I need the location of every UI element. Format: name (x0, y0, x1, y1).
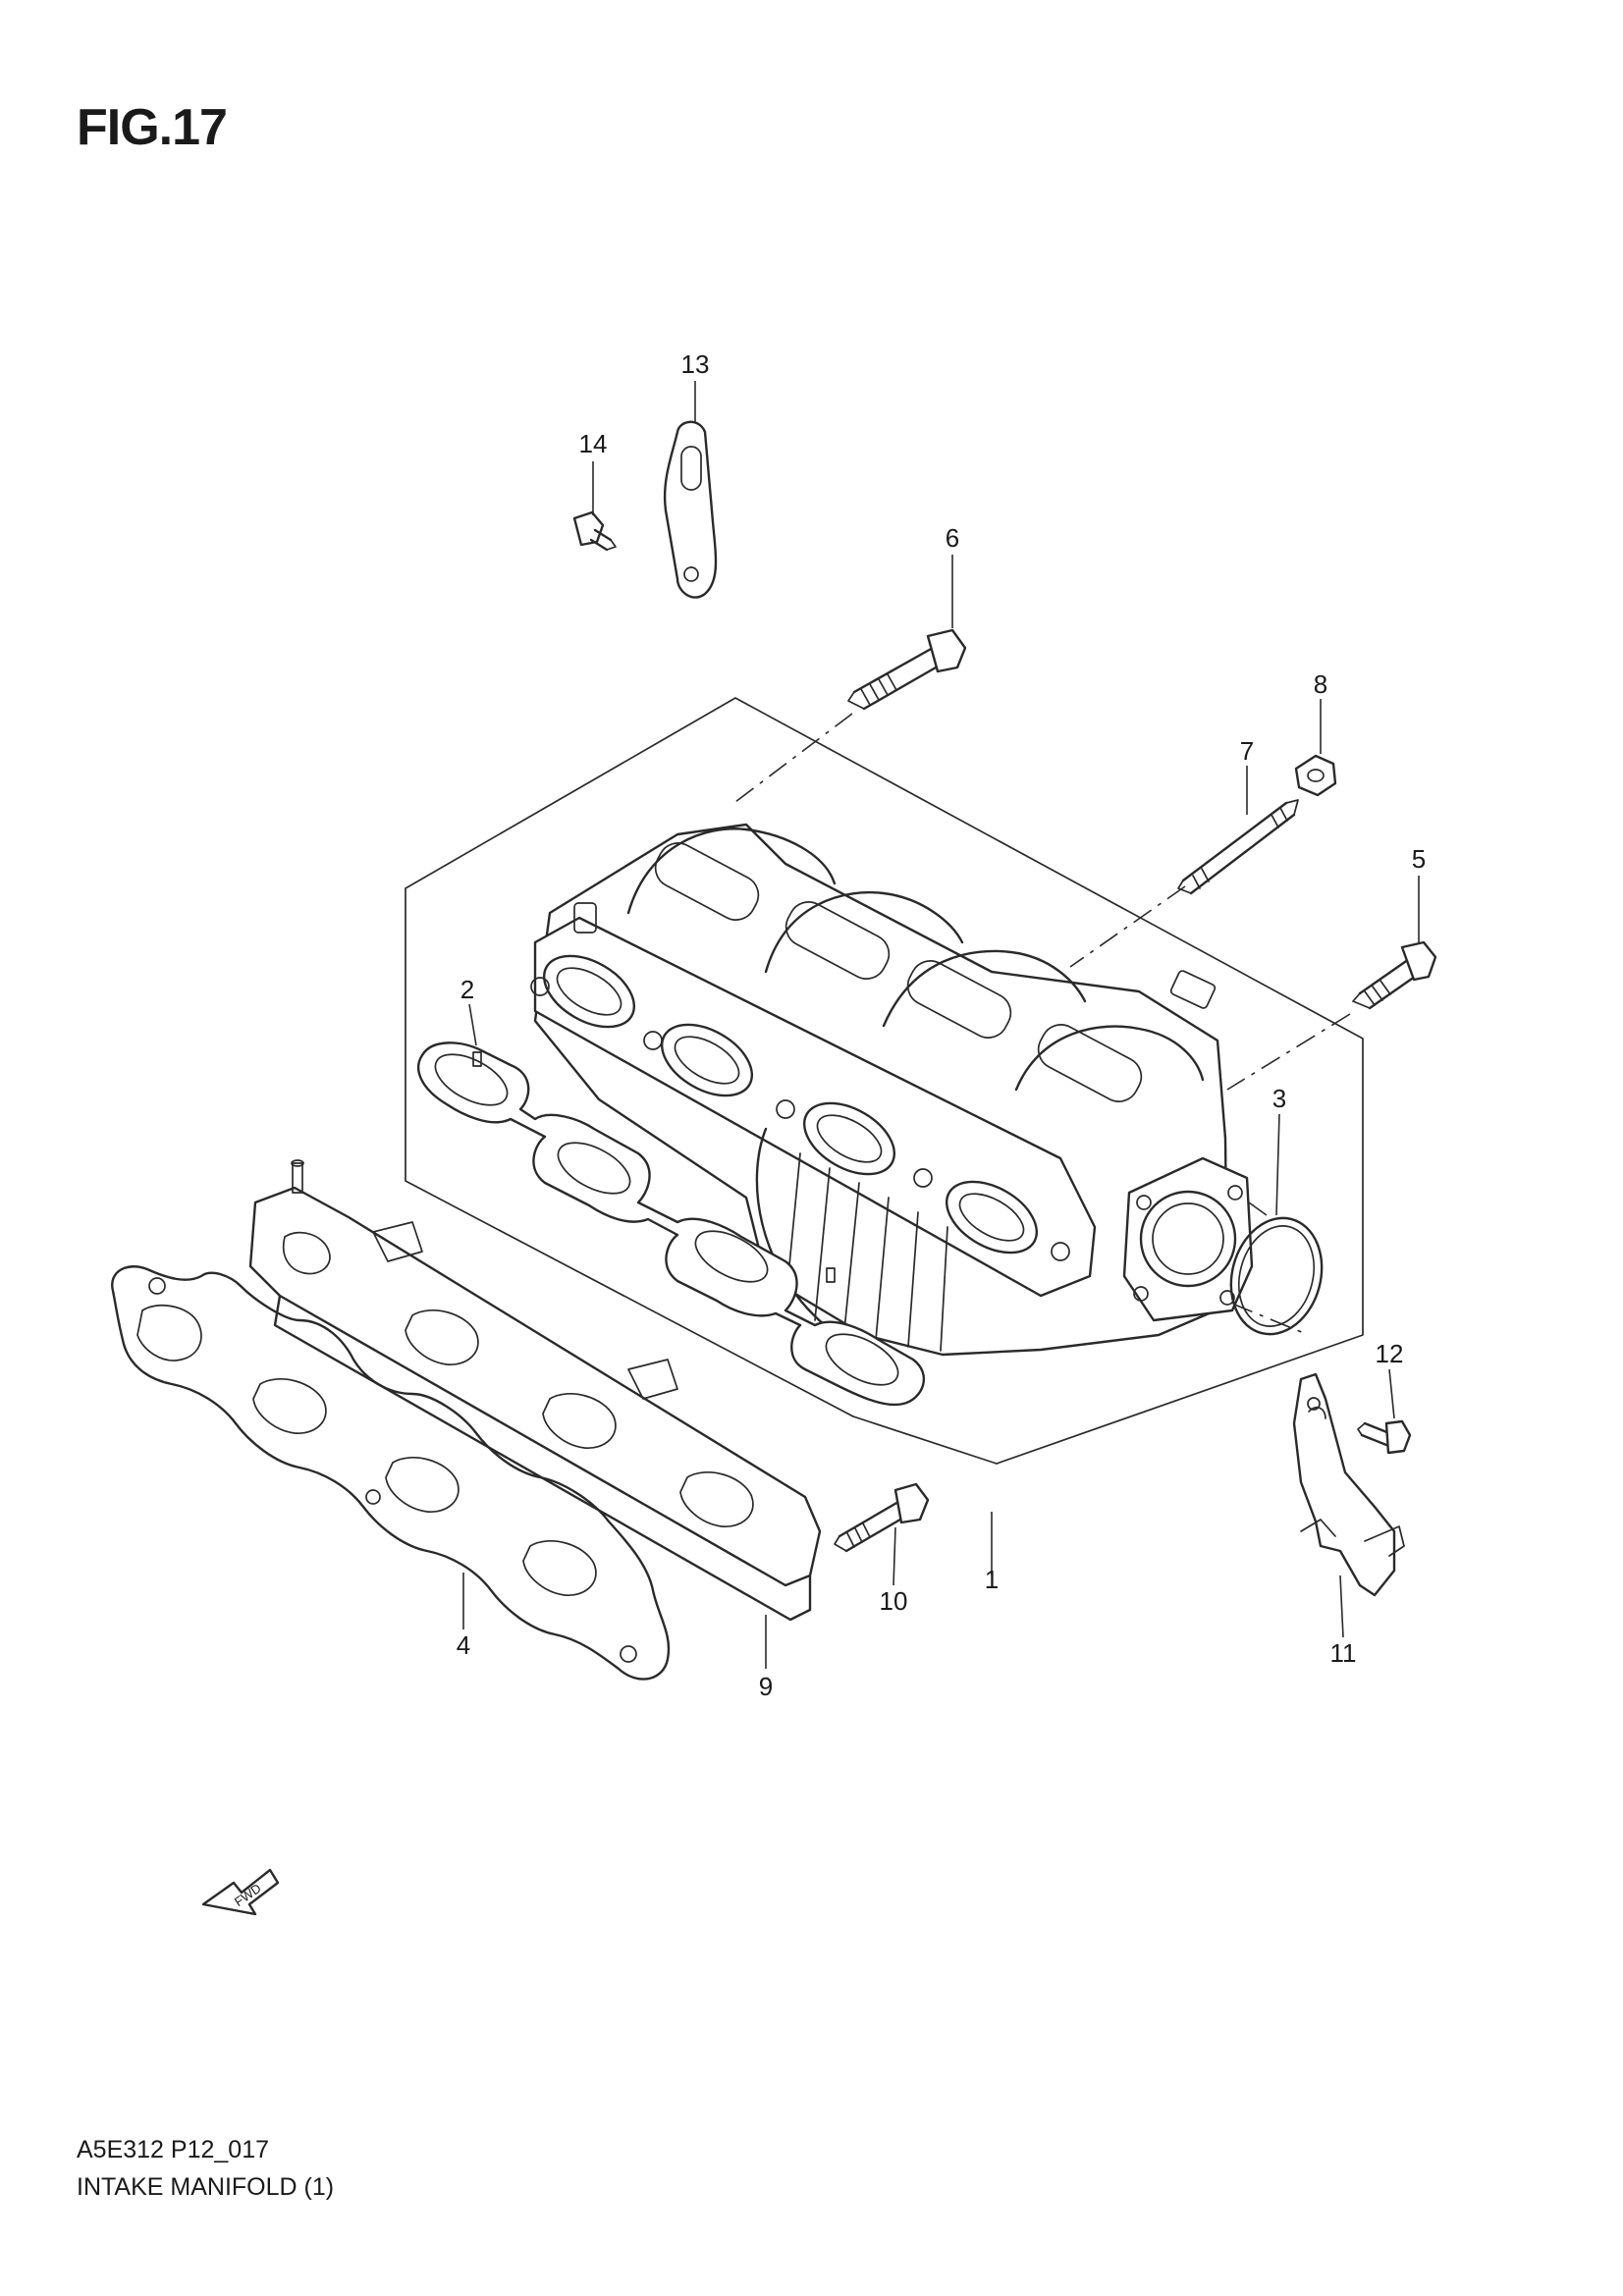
part-label-2: 2 (460, 975, 474, 1004)
part-label-9: 9 (759, 1672, 773, 1701)
nut-icon (1294, 754, 1337, 797)
bolt-6-icon (847, 628, 967, 711)
manifold-gasket-icon (417, 1041, 925, 1407)
intake-manifold-icon (530, 823, 1254, 1357)
stud-bolt-icon (1177, 799, 1299, 895)
part-label-6: 6 (946, 523, 959, 553)
part-label-3: 3 (1272, 1084, 1286, 1113)
part-label-5: 5 (1412, 844, 1426, 874)
head-gasket-plate-icon (111, 1265, 671, 1681)
plate-icon (663, 420, 718, 599)
part-label-12: 12 (1376, 1339, 1404, 1368)
bolt-10-icon (834, 1482, 930, 1553)
spacer-plate-icon (248, 1159, 822, 1622)
part-label-14: 14 (579, 429, 608, 458)
part-label-8: 8 (1314, 669, 1327, 699)
figure-title: FIG.17 (77, 99, 228, 156)
part-label-10: 10 (880, 1586, 908, 1616)
fwd-arrow-icon: FWD (201, 1868, 280, 1916)
assembly-boundary (405, 697, 1364, 1465)
bolt-14-icon (572, 510, 617, 552)
figure-name: INTAKE MANIFOLD (1) (77, 2173, 335, 2201)
part-labels: 13 14 6 8 7 5 2 3 12 1 10 4 9 11 (457, 349, 1426, 1701)
part-label-4: 4 (457, 1630, 470, 1660)
part-label-13: 13 (681, 349, 710, 379)
part-label-11: 11 (1330, 1638, 1357, 1668)
bolt-12-icon (1357, 1419, 1412, 1455)
bracket-icon (1292, 1372, 1405, 1597)
bolt-5-icon (1352, 940, 1437, 1010)
figure-code: A5E312 P12_017 (77, 2136, 270, 2163)
part-label-1: 1 (985, 1565, 999, 1594)
o-ring-icon (1229, 1216, 1324, 1336)
part-label-7: 7 (1240, 736, 1254, 766)
leader-lines (462, 381, 1420, 1669)
